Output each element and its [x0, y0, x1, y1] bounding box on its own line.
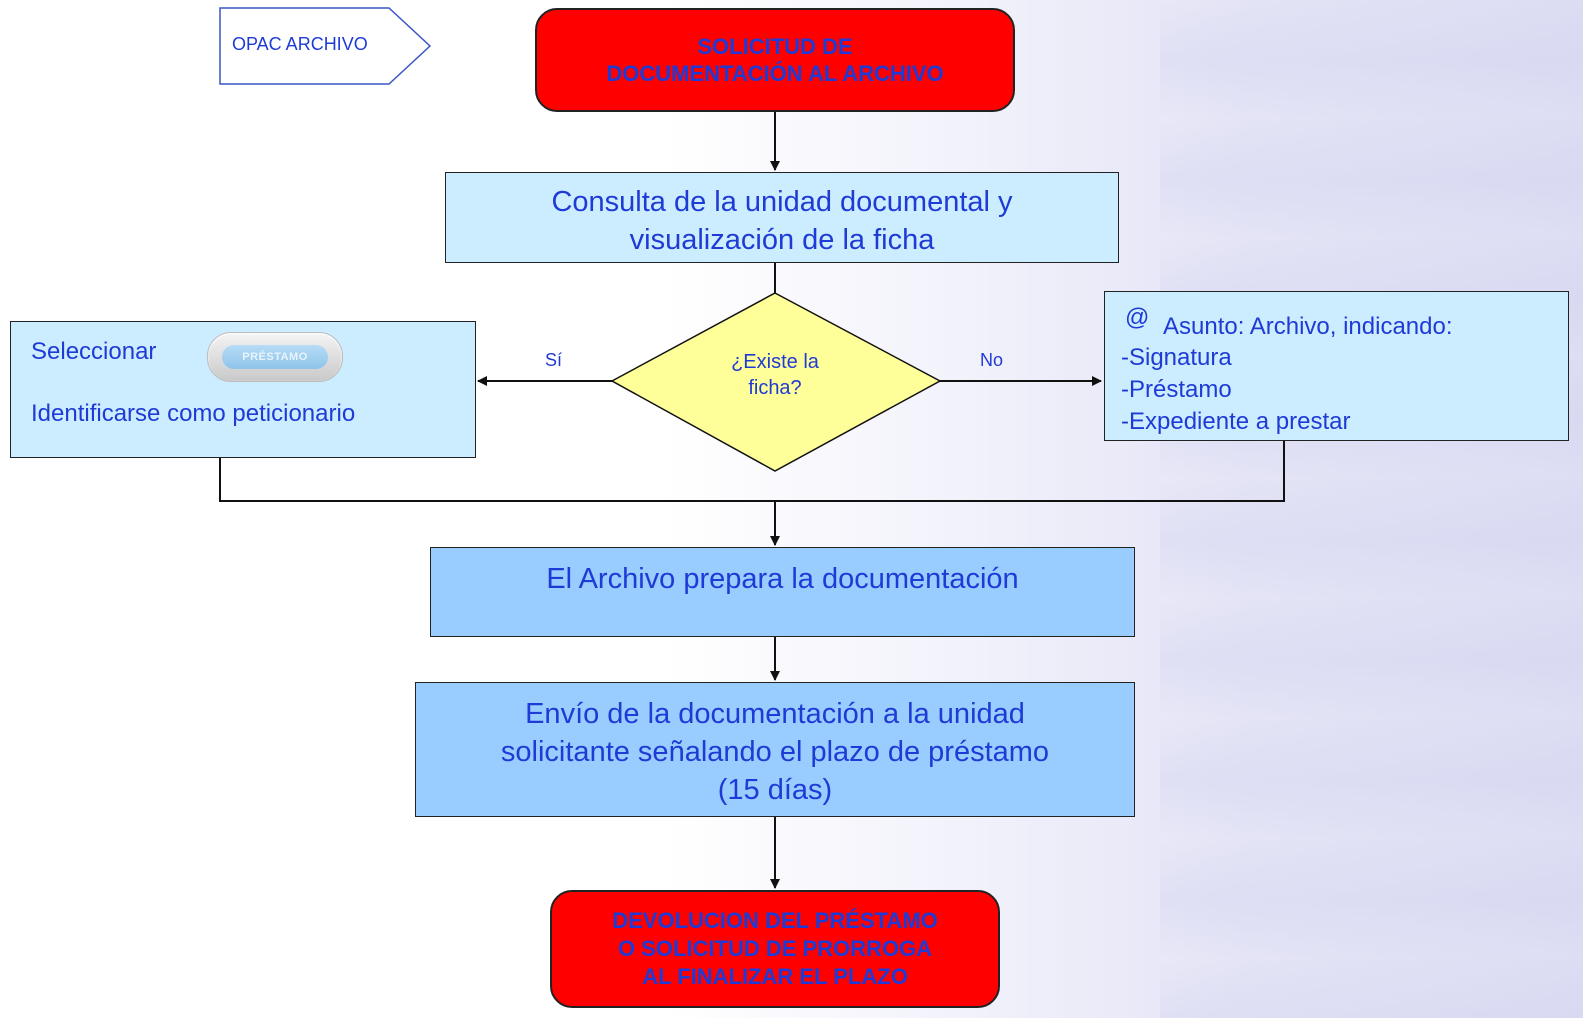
- envio-line1: Envío de la documentación a la unidad: [525, 698, 1025, 730]
- end-line1: DEVOLUCION DEL PRÉSTAMO: [612, 908, 938, 933]
- consulta-box: Consulta de la unidad documental y visua…: [445, 172, 1119, 263]
- envio-line3: (15 días): [717, 774, 833, 806]
- end-line3: AL FINALIZAR EL PLAZO: [642, 964, 908, 989]
- start-line2: DOCUMENTACIÓN AL ARCHIVO: [606, 61, 944, 86]
- envio-box: Envío de la documentación a la unidad so…: [415, 682, 1135, 817]
- start-line1: SOLICITUD DE: [697, 33, 853, 59]
- yes-label: Sí: [545, 350, 563, 370]
- list-item-prestamo: -Préstamo: [1121, 376, 1232, 403]
- consulta-line2: visualización de la ficha: [629, 224, 935, 256]
- prestamo-button[interactable]: PRÉSTAMO: [207, 332, 343, 382]
- envio-line2: solicitante señalando el plazo de présta…: [500, 736, 1050, 768]
- start-terminal: SOLICITUD DE DOCUMENTACIÓN AL ARCHIVO: [535, 8, 1015, 112]
- connector-merge: [219, 441, 1285, 502]
- offpage-label: OPAC ARCHIVO: [232, 34, 368, 54]
- consulta-line1: Consulta de la unidad documental y: [551, 186, 1013, 218]
- prestamo-button-label: PRÉSTAMO: [222, 345, 328, 369]
- end-terminal: DEVOLUCION DEL PRÉSTAMO O SOLICITUD DE P…: [550, 890, 1000, 1008]
- decision-line2: ficha?: [748, 377, 802, 399]
- subject-label: Asunto: Archivo, indicando:: [1163, 313, 1453, 340]
- end-line2: O SOLICITUD DE PRORROGA: [617, 936, 933, 961]
- decision-diamond: [610, 292, 942, 472]
- offpage-connector-shape: [219, 7, 432, 85]
- list-item-signatura: -Signatura: [1121, 344, 1232, 371]
- decision-text: ¿Existe la ficha?: [690, 349, 860, 401]
- no-label: No: [980, 350, 1004, 370]
- prepara-text: El Archivo prepara la documentación: [546, 563, 1019, 595]
- decision-line1: ¿Existe la: [731, 351, 819, 373]
- background-texture: [1160, 0, 1583, 1018]
- prepara-box: El Archivo prepara la documentación: [430, 547, 1135, 637]
- identify-label: Identificarse como peticionario: [31, 400, 356, 427]
- select-label: Seleccionar: [31, 338, 157, 365]
- right-email-box: @ Asunto: Archivo, indicando: -Signatura…: [1104, 291, 1569, 441]
- list-item-expediente: -Expediente a prestar: [1121, 408, 1351, 435]
- left-action-box: Seleccionar PRÉSTAMO Identificarse como …: [10, 321, 476, 458]
- at-icon: @: [1125, 304, 1150, 331]
